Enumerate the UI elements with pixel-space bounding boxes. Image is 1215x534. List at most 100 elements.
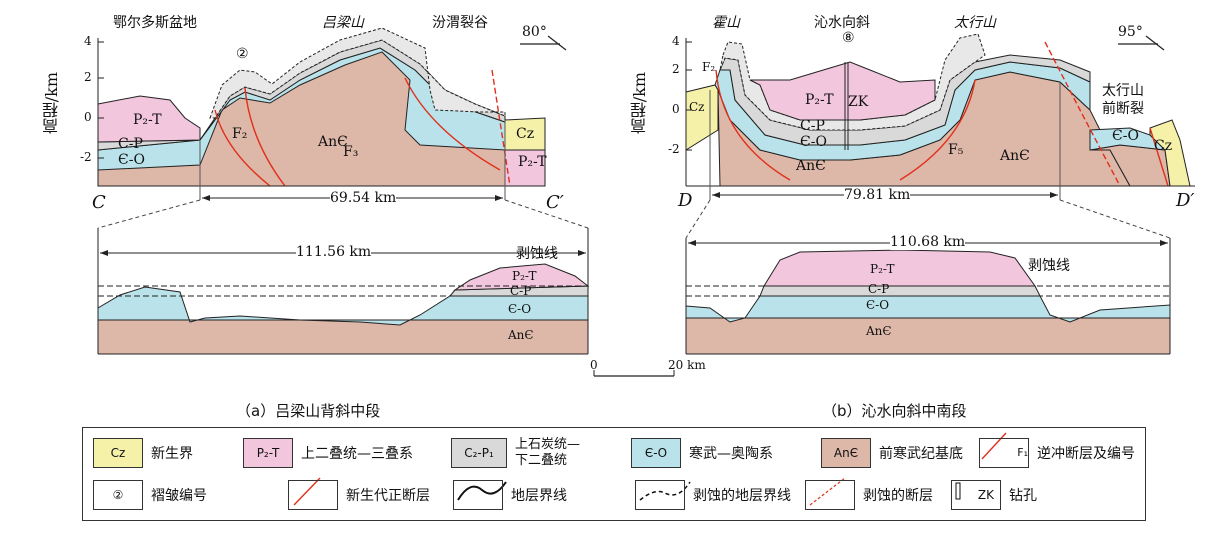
b-cz-left xyxy=(685,84,719,151)
b-dist-restored: 110.68 km xyxy=(890,234,966,250)
b-front-fault-label-2: 前断裂 xyxy=(1102,101,1144,117)
legend-swatch-eroded-boundary xyxy=(635,480,685,510)
b-unit-eo: Є-O xyxy=(800,134,827,150)
a-fault-f3 xyxy=(404,77,501,171)
legend-label-eo: 寒武—奥陶系 xyxy=(689,446,773,462)
legend-swatch-p2t: P₂-T xyxy=(243,438,293,468)
a-y-tick-0: 0 xyxy=(84,110,92,124)
legend-swatch-fold: ② xyxy=(93,480,143,510)
legend-label-p2t: 上二叠统—三叠系 xyxy=(301,446,413,462)
legend-swatch-normal xyxy=(288,480,338,510)
a-y-axis-title: 高程/km xyxy=(42,72,61,135)
br-cp xyxy=(759,285,1041,297)
b-region-qinshui: 沁水向斜 xyxy=(814,15,870,31)
legend-item-eroded-fault: 剥蚀的断层 xyxy=(805,478,933,512)
panel-a-caption: （a）吕梁山背斜中段 xyxy=(236,402,381,420)
panel-b-caption: （b）沁水向斜中南段 xyxy=(822,402,967,420)
b-y-tick-0: 0 xyxy=(672,102,680,116)
a-unit-cz: Cz xyxy=(516,126,535,142)
legend-label-eroded-boundary: 剥蚀的地层界线 xyxy=(693,488,791,504)
a-unit-p2t-right: P₂-T xyxy=(518,154,547,170)
a-fold-number: ② xyxy=(236,46,249,62)
panel-b-section xyxy=(685,33,1195,239)
a-region-fenwei: 汾渭裂谷 xyxy=(432,15,488,31)
a-unit-p2t: P₂-T xyxy=(133,112,162,128)
panel-a-section xyxy=(97,27,589,229)
ar-label-eo: Є-O xyxy=(508,302,532,316)
legend-label-cp-2: 下二叠统 xyxy=(515,453,568,468)
scale-zero: 0 xyxy=(590,358,598,372)
legend-label-cz: 新生界 xyxy=(151,446,193,462)
a-normal-fault xyxy=(491,69,511,187)
br-label-eo: Є-O xyxy=(866,298,890,312)
a-fault-f2 xyxy=(214,109,271,187)
b-borehole-label: ZK xyxy=(848,94,869,110)
a-y-tick-neg2: -2 xyxy=(80,150,92,164)
ar-label-an: AnЄ xyxy=(508,328,534,342)
legend-swatch-thrust: F₁ xyxy=(979,438,1029,468)
a-region-lvliang: 吕梁山 xyxy=(322,15,364,31)
legend-swatch-cp: C₂-P₁ xyxy=(451,438,507,468)
b-unit-an-left: AnЄ xyxy=(796,158,826,174)
legend-swatch-cz: Cz xyxy=(93,438,143,468)
a-dip: 80° xyxy=(522,24,547,40)
b-dip: 95° xyxy=(1118,24,1143,40)
br-label-an: AnЄ xyxy=(866,324,892,338)
b-front-fault-label-1: 太行山 xyxy=(1102,83,1144,99)
b-fault-f2 xyxy=(715,69,791,181)
a-y-tick-2: 2 xyxy=(84,70,92,84)
b-region-huoshan: 霍山 xyxy=(712,15,740,31)
a-erosion-line: 剥蚀线 xyxy=(516,246,558,262)
b-unit-cp: C-P xyxy=(800,118,825,134)
a-unit-eo: Є-O xyxy=(118,152,145,168)
legend-label-normal: 新生代正断层 xyxy=(346,488,430,504)
legend-item-boundary: 地层界线 xyxy=(453,478,567,512)
legend-item-an: AnЄ 前寒武纪基底 xyxy=(821,436,963,470)
a-region-ordos: 鄂尔多斯盆地 xyxy=(113,15,197,31)
a-fault-f3-label: F₃ xyxy=(343,144,359,160)
legend-label-an: 前寒武纪基底 xyxy=(879,446,963,462)
br-label-cp: C-P xyxy=(868,282,890,296)
scale-value: 20 km xyxy=(668,358,706,372)
b-fault-f5 xyxy=(899,79,976,181)
a-dist-restored: 111.56 km xyxy=(296,244,372,260)
b-front-fault xyxy=(1044,41,1121,187)
b-end-left: D xyxy=(678,190,693,211)
legend-item-fold: ② 褶皱编号 xyxy=(93,478,207,512)
legend-label-cp: 上石炭统— 下二叠统 xyxy=(515,437,580,468)
a-fault-f2b xyxy=(244,87,286,187)
a-y-tick-4: 4 xyxy=(84,34,92,48)
legend-label-fold: 褶皱编号 xyxy=(151,488,207,504)
b-fault-f5-label: F₅ xyxy=(948,142,964,158)
legend: Cz 新生界 P₂-T 上二叠统—三叠系 C₂-P₁ 上石炭统— 下二叠统 Є-… xyxy=(82,427,1146,521)
legend-swatch-eo: Є-O xyxy=(631,438,681,468)
a-p2t-left xyxy=(97,95,201,143)
legend-label-thrust: 逆冲断层及编号 xyxy=(1037,446,1135,462)
legend-item-eo: Є-O 寒武—奥陶系 xyxy=(631,436,773,470)
a-end-left: C xyxy=(92,192,106,213)
a-fault-f2-label: F₂ xyxy=(232,126,248,142)
panel-b-restored xyxy=(685,238,1171,355)
legend-label-eroded-fault: 剥蚀的断层 xyxy=(863,488,933,504)
b-fault-f2-label: F₂ xyxy=(702,60,716,74)
b-y-tick-4: 4 xyxy=(672,34,680,48)
a-end-right: C′ xyxy=(546,192,564,213)
legend-item-borehole: ZK 钻孔 xyxy=(951,478,1037,512)
legend-label-cp-1: 上石炭统— xyxy=(515,437,581,453)
legend-item-cp: C₂-P₁ 上石炭统— 下二叠统 xyxy=(451,436,580,470)
b-dist-section: 79.81 km xyxy=(844,187,911,203)
b-y-axis-title: 高程/km xyxy=(630,72,649,135)
b-y-tick-neg2: -2 xyxy=(668,142,680,156)
b-erosion-line: 剥蚀线 xyxy=(1028,258,1070,274)
b-normal-fault-2 xyxy=(1149,127,1169,187)
a-eroded-envelope xyxy=(209,27,506,119)
b-fold-number: ⑧ xyxy=(842,30,855,46)
a-unit-an: AnЄ xyxy=(318,134,348,150)
b-end-right: D′ xyxy=(1176,190,1195,211)
ar-label-cp: C-P xyxy=(510,284,532,298)
br-label-p2t: P₂-T xyxy=(870,262,895,276)
legend-swatch-borehole: ZK xyxy=(951,480,1001,510)
legend-item-normal: 新生代正断层 xyxy=(288,478,430,512)
b-unit-eo-right: Є-O xyxy=(1112,128,1139,144)
